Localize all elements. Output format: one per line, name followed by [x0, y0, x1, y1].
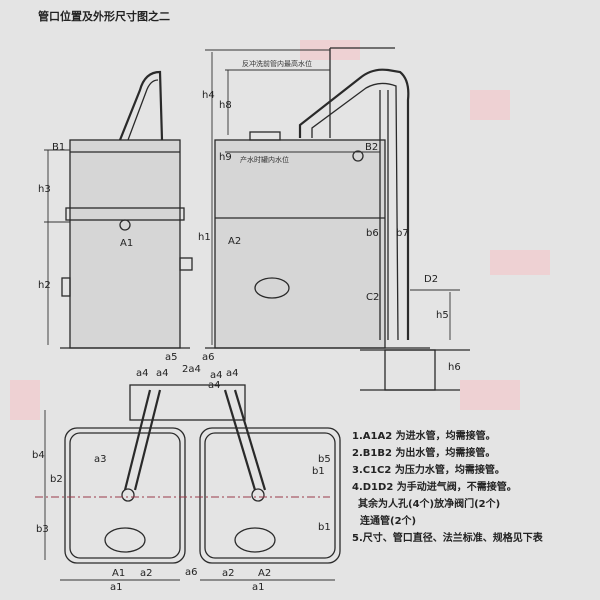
label-a2-plan: A2	[258, 568, 271, 579]
label-b1: B1	[52, 142, 65, 153]
label-a4: a4	[208, 380, 221, 391]
label-a2-left: a2	[140, 568, 153, 579]
label-d2: D2	[424, 274, 438, 285]
label-a1-plan: A1	[112, 568, 125, 579]
label-b7: b7	[396, 228, 409, 239]
note-item: 连通管(2个)	[360, 516, 417, 527]
bg-patch	[10, 380, 40, 420]
label-a2-right: a2	[222, 568, 235, 579]
inlet-a1-icon	[119, 219, 131, 231]
right-tank-elevation: 反冲洗前管内最高水位 产水时罐内水位 h4 h8 h9 h1 A2 B2 b6 …	[198, 47, 470, 391]
note-item: 3.C1C2 为压力水管，均需接管。	[352, 465, 505, 476]
bg-patch	[490, 250, 550, 275]
label-a3: a3	[94, 454, 107, 465]
plan-view: a5 a6 a4 a4 2a4 a4 a4 a4 b4 a3 b2 b3 A1 …	[32, 352, 341, 593]
drawing-title: 管口位置及外形尺寸图之二	[38, 10, 170, 23]
label-h9: h9	[219, 152, 232, 163]
label-a5: a5	[165, 352, 178, 363]
label-a1-right: a1	[252, 582, 265, 593]
label-b2: B2	[365, 142, 378, 153]
label-h1: h1	[198, 232, 211, 243]
bg-patch	[470, 90, 510, 120]
label-a6-bottom: a6	[185, 567, 198, 578]
label-h2: h2	[38, 280, 51, 291]
production-water-level-note: 产水时罐内水位	[240, 155, 289, 164]
backwash-water-level-note: 反冲洗前管内最高水位	[242, 59, 312, 68]
label-b2: b2	[50, 474, 63, 485]
label-a6-top: a6	[202, 352, 215, 363]
notes: 1.A1A2 为进水管，均需接管。 2.B1B2 为出水管，均需接管。 3.C1…	[352, 428, 543, 547]
label-h8: h8	[219, 100, 232, 111]
label-h4: h4	[202, 90, 215, 101]
note-item: 2.B1B2 为出水管，均需接管。	[352, 448, 496, 459]
label-2a4: 2a4	[182, 364, 201, 375]
bg-patch	[460, 380, 520, 410]
note-item: 1.A1A2 为进水管，均需接管。	[352, 431, 496, 442]
label-a4: a4	[210, 370, 223, 381]
label-b1-top: b1	[312, 466, 325, 477]
label-b6: b6	[366, 228, 379, 239]
label-b4: b4	[32, 450, 45, 461]
label-b5: b5	[318, 454, 331, 465]
note-item: 4.D1D2 为手动进气阀，不需接管。	[352, 482, 517, 493]
label-a1-left: a1	[110, 582, 123, 593]
label-h6: h6	[448, 362, 461, 373]
left-tank-elevation: B1 h3 A1 h2	[38, 70, 193, 349]
label-a4: a4	[226, 368, 239, 379]
label-a4: a4	[156, 368, 169, 379]
label-c2: C2	[366, 292, 379, 303]
label-b3: b3	[36, 524, 49, 535]
note-item: 其余为人孔(4个)放净阀门(2个)	[358, 499, 501, 510]
note-item: 5.尺寸、管口直径、法兰标准、规格见下表	[352, 533, 543, 544]
label-a2: A2	[228, 236, 241, 247]
label-h3: h3	[38, 184, 51, 195]
label-b1-side: b1	[318, 522, 331, 533]
label-a1: A1	[120, 238, 133, 249]
label-a4: a4	[136, 368, 149, 379]
label-h5: h5	[436, 310, 449, 321]
